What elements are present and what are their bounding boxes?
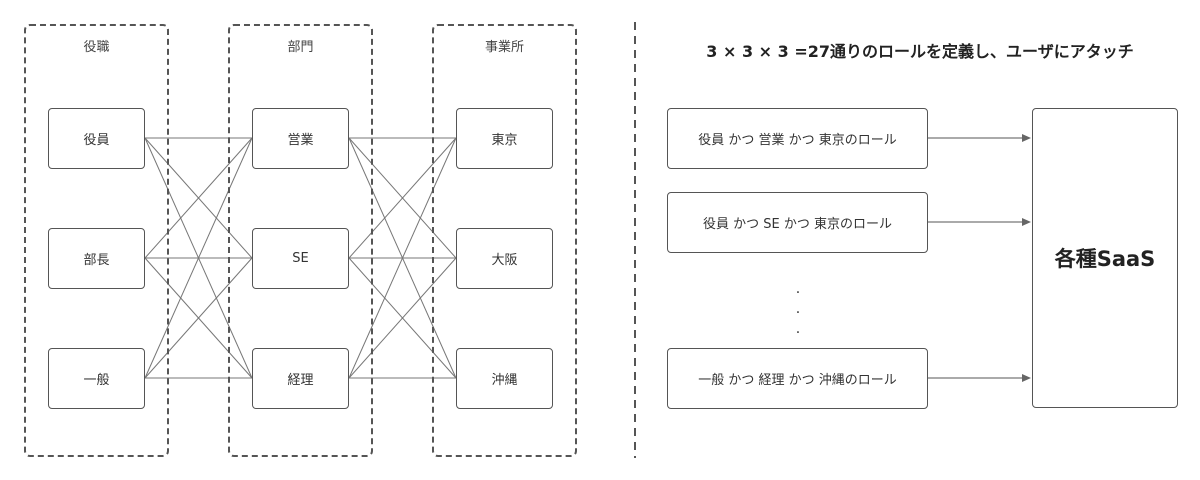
connector-line xyxy=(348,257,457,379)
connector-line xyxy=(144,137,253,259)
node-dept-accounting: 経理 xyxy=(252,348,349,409)
group-office: 事業所 xyxy=(432,24,577,457)
saas-target-box: 各種SaaS xyxy=(1032,108,1178,408)
connector-line xyxy=(348,137,457,259)
connector-line xyxy=(144,137,253,379)
role-box: 一般 かつ 経理 かつ 沖縄のロール xyxy=(667,348,928,409)
ellipsis-dot: · xyxy=(795,285,801,301)
group-position: 役職 xyxy=(24,24,169,457)
node-dept-sales: 営業 xyxy=(252,108,349,169)
group-label: 部門 xyxy=(287,40,314,55)
role-box: 役員 かつ 営業 かつ 東京のロール xyxy=(667,108,928,169)
diagram-title: 3 × 3 × 3 =27通りのロールを定義し、ユーザにアタッチ xyxy=(706,42,1134,61)
node-office-okinawa: 沖縄 xyxy=(456,348,553,409)
node-dept-se: SE xyxy=(252,228,349,289)
arrowhead-icon xyxy=(1022,218,1031,226)
connector-line xyxy=(144,257,253,379)
ellipsis-dot: · xyxy=(795,305,801,321)
group-label: 役職 xyxy=(83,40,110,55)
node-office-tokyo: 東京 xyxy=(456,108,553,169)
group-label: 事業所 xyxy=(484,40,524,55)
role-box: 役員 かつ SE かつ 東京のロール xyxy=(667,192,928,253)
node-position-executive: 役員 xyxy=(48,108,145,169)
node-position-general: 一般 xyxy=(48,348,145,409)
ellipsis: · · · xyxy=(790,283,806,343)
ellipsis-dot: · xyxy=(795,325,801,341)
arrowhead-icon xyxy=(1022,134,1031,142)
arrowhead-icon xyxy=(1022,374,1031,382)
node-position-manager: 部長 xyxy=(48,228,145,289)
connector-line xyxy=(348,137,457,379)
node-office-osaka: 大阪 xyxy=(456,228,553,289)
group-department: 部門 xyxy=(228,24,373,457)
